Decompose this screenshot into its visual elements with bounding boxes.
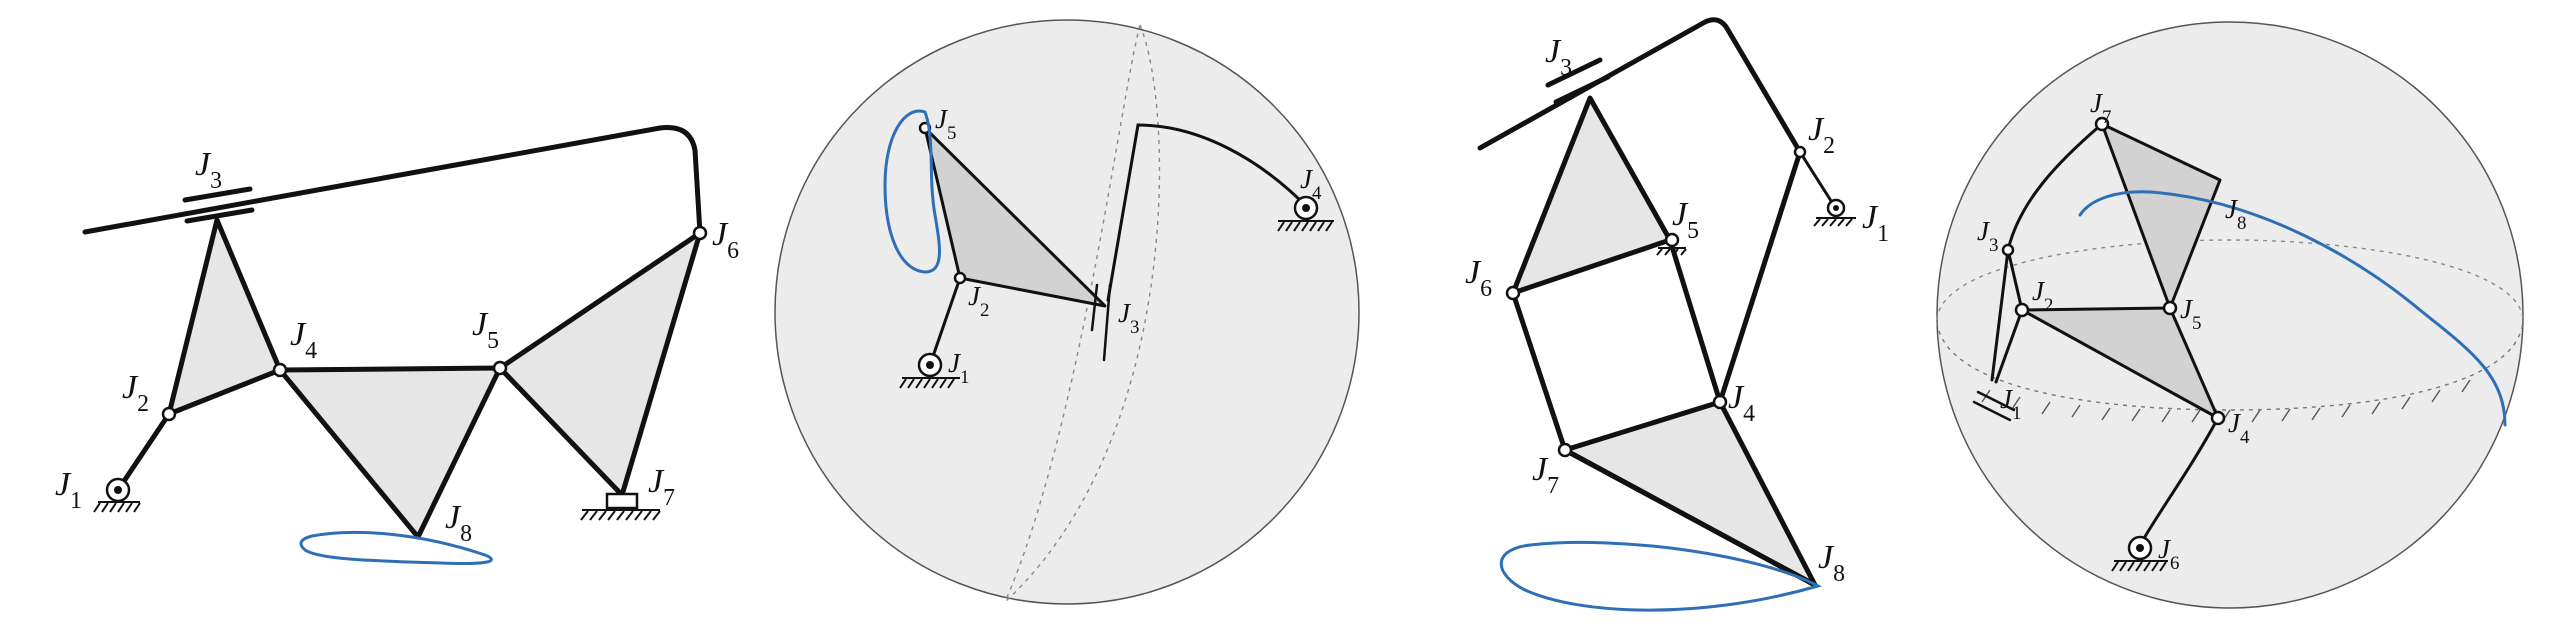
plate-j2-j4-j5 <box>2020 306 2220 420</box>
equator-hatching <box>1981 379 2471 423</box>
panel-spherical-linkage-1: J1 J2 J3 J4 J5 <box>774 19 1360 605</box>
coupler-curve <box>299 530 493 565</box>
link-j2-j1 <box>1994 308 2024 384</box>
joint-j7 <box>2094 116 2110 132</box>
label-j3: J3 <box>1545 33 1572 81</box>
label-j3: J3 <box>195 146 222 194</box>
coupler-curve-sphere-2 <box>2078 190 2507 427</box>
label-j8: J8 <box>445 499 472 547</box>
sphere-1 <box>774 19 1360 605</box>
prismatic-bar-top <box>1545 57 1603 88</box>
ground-j4-sphere <box>1277 195 1334 232</box>
link-j1-j2 <box>928 276 962 367</box>
joint-j3 <box>2001 243 2015 257</box>
prismatic-bar-top <box>182 186 253 203</box>
label-j2: J2 <box>1808 111 1835 159</box>
label-j6: J6 <box>1465 254 1492 302</box>
joint-j4 <box>2210 410 2226 426</box>
plate-j4-j5-j8 <box>277 365 503 540</box>
link-j3-j6 <box>82 124 703 236</box>
ground-j1-b <box>1813 198 1856 227</box>
panel-spherical-linkage-2: J1 J2 J3 J4 J5 J6 J7 J8 <box>1936 21 2524 609</box>
link-j1-j2 <box>115 411 172 493</box>
plate-j4-j7-j8 <box>1562 399 1818 588</box>
prismatic-mark-a <box>1090 283 1099 332</box>
great-circle-back <box>1004 24 1161 603</box>
equator-back <box>1936 239 2524 321</box>
ground-j1-sphere <box>899 352 960 389</box>
label-j5: J5 <box>472 306 499 354</box>
link-j3-j2-j4 <box>1477 17 1803 405</box>
prismatic-mark-b <box>1102 283 1112 362</box>
panel-planar-linkage-1: J1 J2 J3 J4 J5 J6 J7 J8 <box>55 124 739 565</box>
link-j6-j7 <box>1510 290 1568 453</box>
link-j3-j4 <box>1106 123 1307 302</box>
plate-j5-j7-j8 <box>2100 122 2222 310</box>
prismatic-mark-a <box>1976 390 2016 412</box>
label-j7: J7 <box>1532 451 1559 499</box>
label-j7: J7 <box>648 463 675 511</box>
label-j4: J4 <box>1728 379 1755 427</box>
joint-j5 <box>2162 300 2178 316</box>
joint-j7 <box>1557 442 1573 458</box>
joint-j2 <box>953 271 967 285</box>
joint-j5 <box>492 360 508 376</box>
link-j7-j8 <box>1562 447 1818 588</box>
coupler-curve-sphere-1 <box>883 109 941 274</box>
plate-j3-j5-j6 <box>1510 95 1673 296</box>
plate-j2-j3-j5 <box>923 126 1107 308</box>
plate-j2-j3-j4 <box>166 217 283 417</box>
label-j8: J8 <box>1818 539 1845 587</box>
ground-j1 <box>93 477 141 513</box>
label-j6: J6 <box>712 216 739 264</box>
prismatic-bar-bottom <box>1553 74 1611 105</box>
prismatic-mark-b <box>1972 400 2012 422</box>
panel-planar-linkage-2: J1 J2 J3 J4 J5 J6 J7 J8 <box>1465 17 1889 612</box>
label-j1: J1 <box>1862 199 1889 247</box>
great-circle-front <box>1004 24 1141 603</box>
coupler-curve-b <box>1499 540 1822 612</box>
link-j4-j6 <box>2138 416 2220 547</box>
ground-j6-sphere <box>2111 535 2168 572</box>
link-j2-j1 <box>1798 150 1835 206</box>
link-j7-j3-j1 <box>1990 122 2104 382</box>
joint-j2 <box>161 406 177 422</box>
joint-j6 <box>692 225 708 241</box>
link-j3-j2 <box>2006 248 2024 312</box>
label-j2: J2 <box>122 369 149 417</box>
prismatic-bar-bottom <box>184 207 255 224</box>
ground-j5-b <box>1656 232 1687 256</box>
sphere-2 <box>1936 21 2524 609</box>
joint-j2 <box>1793 145 1807 159</box>
joint-j2 <box>2014 302 2030 318</box>
ground-j7 <box>580 492 661 521</box>
label-j4: J4 <box>290 316 317 364</box>
joint-j6 <box>1505 285 1521 301</box>
link-j5-j4 <box>1667 237 1723 405</box>
plate-j5-j6-j7 <box>497 230 703 498</box>
joint-j4 <box>272 362 288 378</box>
label-j1: J1 <box>55 466 82 514</box>
joint-j4 <box>1712 394 1728 410</box>
